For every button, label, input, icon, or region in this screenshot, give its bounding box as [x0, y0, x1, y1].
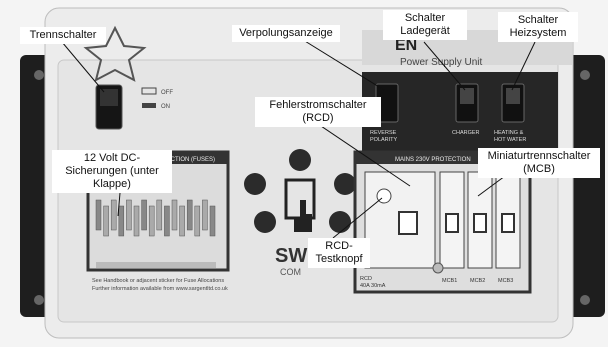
callout-schalter-ladegeraet: Schalter Ladegerät: [383, 10, 467, 40]
fuse-blade[interactable]: [103, 205, 109, 237]
fuse-row: [95, 199, 216, 237]
leader-rcd: [317, 123, 411, 187]
off-indicator-icon: [141, 87, 157, 95]
wrench-icon: [289, 149, 311, 171]
mcb3-label: MCB3: [498, 278, 513, 284]
callout-fehlerstromschalter: Fehlerstromschalter (RCD): [255, 97, 381, 127]
callout-verpolungsanzeige: Verpolungsanzeige: [232, 25, 340, 42]
callout-miniaturtrennschalter: Miniaturtrennschalter (MCB): [478, 148, 600, 178]
callout-schalter-heizsystem: Schalter Heizsystem: [498, 12, 578, 42]
brand-star-logo: [83, 25, 147, 82]
mcb3-toggle[interactable]: [501, 213, 515, 233]
screw-hole: [580, 70, 590, 80]
fuse-blade[interactable]: [164, 205, 170, 237]
screw-hole: [34, 295, 44, 305]
leader-sicherungen: [117, 192, 121, 217]
switch-off-label: OFF: [161, 90, 173, 96]
fuse-header-label: PROTECTION (FUSES): [150, 157, 215, 163]
leader-ladegeraet: [423, 41, 466, 91]
leader-verpolung: [299, 37, 385, 91]
mcb1-toggle[interactable]: [445, 213, 459, 233]
leader-rcd-test: [332, 197, 383, 239]
fuse-blade[interactable]: [194, 205, 201, 237]
on-indicator-icon: [142, 103, 156, 108]
battery-icon: [254, 211, 276, 233]
mcb1-label: MCB1: [442, 278, 457, 284]
screw-hole: [34, 70, 44, 80]
fuse-blade[interactable]: [179, 205, 185, 237]
fuse-blade[interactable]: [209, 205, 216, 237]
fuse-blade[interactable]: [95, 199, 102, 231]
mcb2-label: MCB2: [470, 278, 485, 284]
rcd-toggle[interactable]: [398, 211, 418, 235]
fuse-blade[interactable]: [133, 205, 140, 237]
switch-on-label: ON: [161, 104, 170, 110]
right-mounting-bracket: [565, 55, 605, 317]
charger-label: CHARGER: [452, 130, 480, 136]
fuse-blade[interactable]: [141, 199, 147, 231]
leader-trennschalter: [61, 41, 105, 93]
fuse-blade[interactable]: [148, 205, 155, 237]
charger-switch-rocker: [460, 88, 474, 104]
fuse-blade[interactable]: [202, 199, 208, 231]
brand-com: COM: [280, 267, 301, 277]
leader-heizsystem: [511, 41, 536, 91]
callout-sicherungen: 12 Volt DC- Sicherungen (unter Klappe): [52, 150, 172, 193]
heating-label: HEATING &HOT WATER: [494, 130, 526, 143]
fuse-cover-hinge: [96, 262, 216, 268]
fuse-blade[interactable]: [118, 205, 125, 237]
water-drop-icon: [334, 173, 356, 195]
callout-rcd-testknopf: RCD- Testknopf: [308, 238, 370, 268]
heating-switch-rocker: [506, 88, 520, 104]
fuse-blade[interactable]: [171, 199, 178, 231]
fuse-footer-line-1: See Handbook or adjacent sticker for Fus…: [92, 278, 224, 284]
fuse-blade[interactable]: [186, 199, 193, 231]
fuse-footer-line-2: Further information available from www.s…: [92, 286, 228, 292]
leader-lines: [61, 37, 536, 239]
isolator-switch-rocker: [100, 89, 118, 106]
brand-title: EN: [395, 37, 417, 54]
hand-icon: [294, 200, 312, 232]
thermometer-icon: [329, 211, 351, 233]
fuse-blade[interactable]: [126, 199, 132, 231]
lightbulb-icon: [244, 173, 266, 195]
leader-mcb: [477, 175, 506, 197]
callout-trennschalter: Trennschalter: [20, 27, 106, 44]
mcb2-toggle[interactable]: [473, 213, 487, 233]
screw-hole: [580, 295, 590, 305]
brand-sw: SW: [275, 245, 307, 267]
mains-screw: [432, 262, 444, 274]
fuse-blade[interactable]: [156, 199, 163, 231]
mains-header-label: MAINS 230V PROTECTION: [395, 157, 471, 163]
fuse-blade[interactable]: [110, 199, 117, 231]
